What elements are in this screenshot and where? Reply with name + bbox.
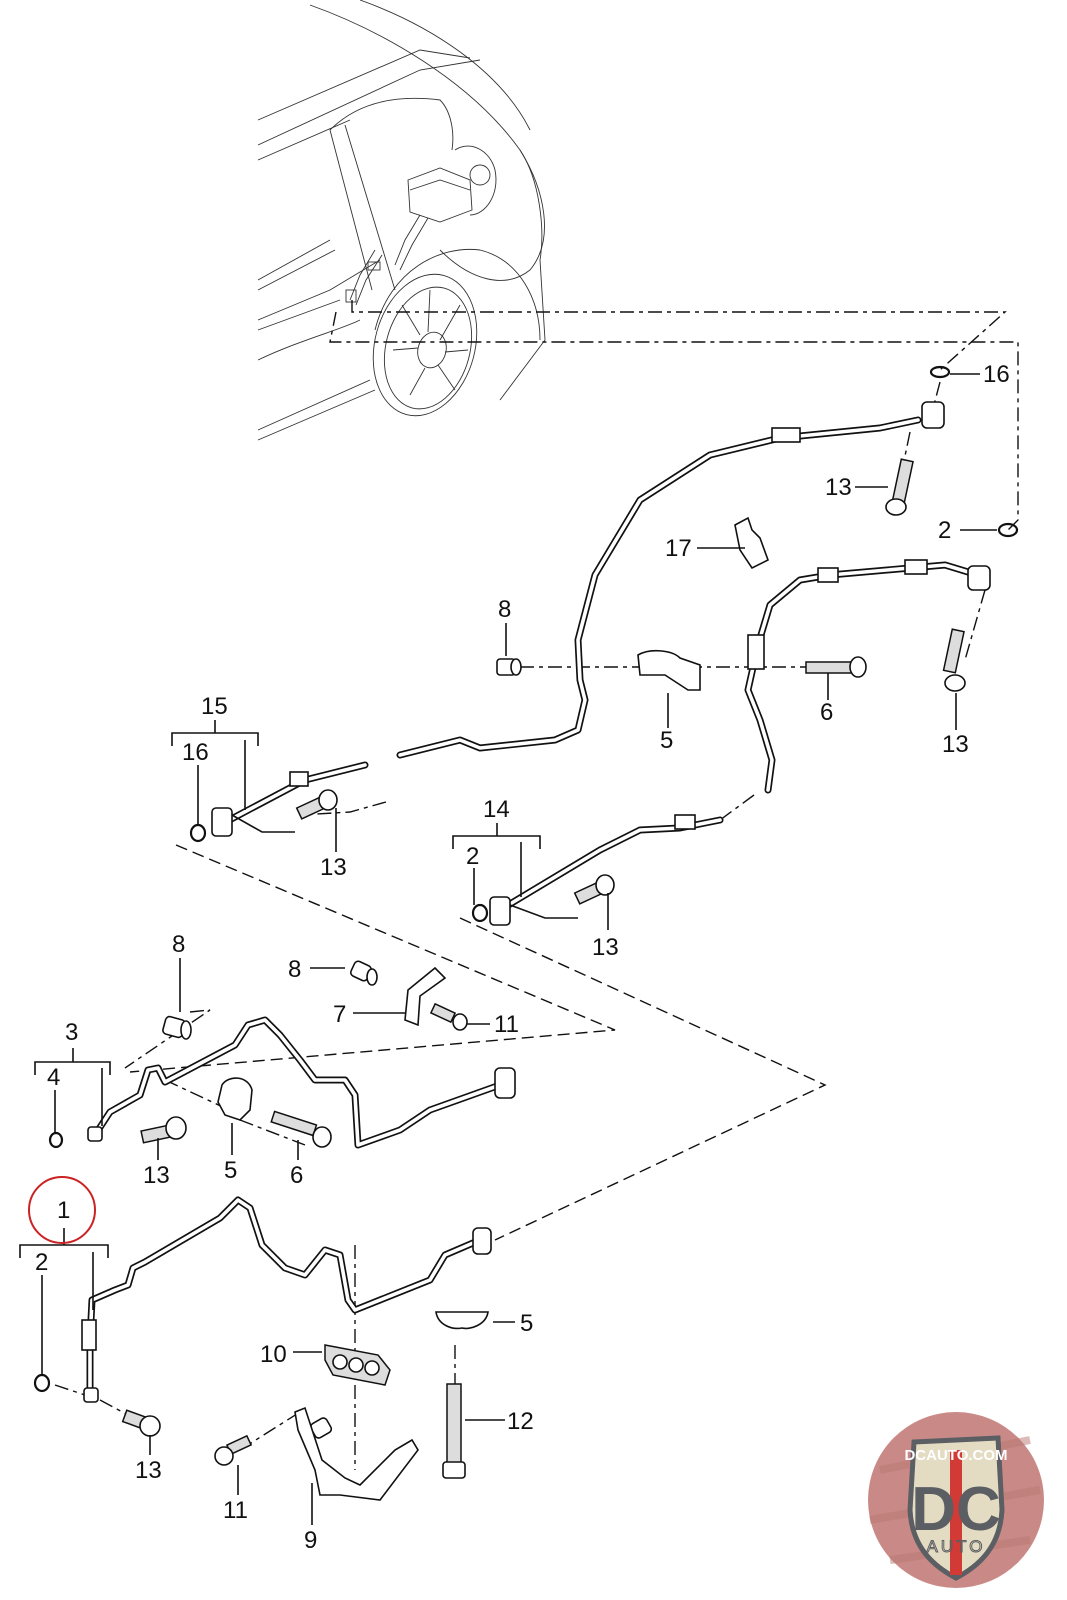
callout-3: 3 xyxy=(65,1019,78,1046)
callout-16: 16 xyxy=(182,739,209,766)
logo-stripe xyxy=(950,1450,962,1575)
logo-sub-text: AUTO xyxy=(927,1537,986,1556)
refrigerant-lines xyxy=(86,416,982,1399)
callout-12: 12 xyxy=(507,1408,534,1435)
callout-10: 10 xyxy=(260,1341,287,1368)
hose-crimp-right xyxy=(904,559,928,575)
callout-8: 8 xyxy=(288,956,301,983)
bracket-7 xyxy=(404,966,447,1027)
leader-lines xyxy=(19,373,997,1525)
bolt-11-low xyxy=(214,1434,253,1466)
bolt-13-low xyxy=(121,1409,161,1437)
callout-13: 13 xyxy=(592,934,619,961)
clip-5-low xyxy=(435,1311,489,1330)
o-ring-16-left xyxy=(189,823,207,843)
bolt-6-b xyxy=(270,1110,332,1148)
callout-7: 7 xyxy=(333,1001,346,1028)
bolt-6-mid xyxy=(805,656,867,678)
callout-17: 17 xyxy=(665,535,692,562)
bolt-13-top xyxy=(885,458,914,516)
callout-13: 13 xyxy=(942,731,969,758)
callout-8: 8 xyxy=(498,596,511,623)
callout-4: 4 xyxy=(47,1064,60,1091)
line-crimp-14 xyxy=(674,814,696,830)
bushing-8-a xyxy=(162,1015,192,1040)
callout-2: 2 xyxy=(938,517,951,544)
callout-11: 11 xyxy=(223,1497,248,1524)
callout-1: 1 xyxy=(57,1197,70,1224)
parts xyxy=(33,365,1019,1501)
callout-15: 15 xyxy=(201,693,228,720)
callout-8: 8 xyxy=(172,931,185,958)
o-ring-16-top xyxy=(929,365,951,379)
line-end-fitting-15 xyxy=(211,807,233,837)
bolt-13-left xyxy=(295,789,338,820)
callout-16: 16 xyxy=(983,361,1010,388)
line-end-fitting-14 xyxy=(489,896,511,926)
clip-17 xyxy=(734,516,769,570)
clip-5-mid xyxy=(637,649,701,691)
line-flange-3 xyxy=(494,1067,516,1099)
line-flange-1 xyxy=(472,1227,492,1255)
bolt-11-a xyxy=(429,1002,468,1031)
callout-5: 5 xyxy=(224,1157,237,1184)
line-crimp-15 xyxy=(289,771,309,787)
callout-5: 5 xyxy=(660,727,673,754)
line-sleeve-1 xyxy=(81,1319,97,1351)
callout-13: 13 xyxy=(825,474,852,501)
callout-14: 14 xyxy=(483,796,510,823)
hose-fitting-right xyxy=(967,565,991,591)
bracket-9 xyxy=(294,1406,419,1501)
callout-9: 9 xyxy=(304,1527,317,1554)
callout-11: 11 xyxy=(494,1011,519,1038)
hose-fitting-top xyxy=(921,401,945,429)
bolt-13-right xyxy=(942,628,966,692)
highlight-circle xyxy=(28,1176,96,1244)
callout-13: 13 xyxy=(135,1457,162,1484)
o-ring-2-low xyxy=(33,1373,51,1393)
bushing-8-b xyxy=(349,960,378,986)
logo-main-text: DC xyxy=(911,1475,1001,1544)
callout-6: 6 xyxy=(290,1162,303,1189)
dcauto-logo: DCAUTO.COM DC AUTO xyxy=(868,1412,1044,1588)
hose-sleeve xyxy=(747,634,765,670)
o-ring-2-mid xyxy=(471,903,489,923)
bolt-13-b xyxy=(140,1116,187,1144)
hose-crimp-right-2 xyxy=(817,567,839,583)
callout-13: 13 xyxy=(320,854,347,881)
callout-13: 13 xyxy=(143,1162,170,1189)
callout-6: 6 xyxy=(820,699,833,726)
callout-5: 5 xyxy=(520,1310,533,1337)
hose-crimp-top xyxy=(771,427,801,443)
bolt-13-mid xyxy=(573,874,615,905)
vehicle-outline xyxy=(257,0,546,441)
callout-2: 2 xyxy=(466,843,479,870)
bushing-8-mid xyxy=(496,658,522,676)
callout-labels: 16 13 2 17 8 5 6 13 15 16 13 14 2 13 8 8… xyxy=(35,361,1010,1554)
logo-top-text: DCAUTO.COM xyxy=(904,1447,1007,1464)
line-end-fitting-3 xyxy=(87,1126,103,1142)
bolt-12 xyxy=(442,1383,466,1479)
o-ring-2-top xyxy=(997,522,1019,538)
clip-5-b xyxy=(217,1077,253,1121)
callout-2: 2 xyxy=(35,1249,48,1276)
line-end-fitting-1 xyxy=(83,1387,99,1403)
o-ring-4 xyxy=(48,1131,64,1149)
